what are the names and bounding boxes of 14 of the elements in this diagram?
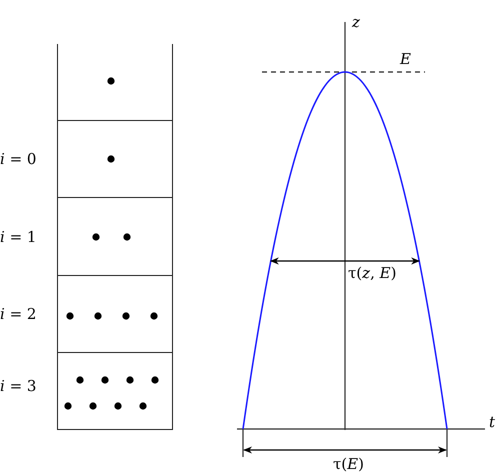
stack-box [57, 197, 173, 276]
level-label: E [400, 50, 411, 68]
dimension-label: τ(z, E) [348, 264, 396, 282]
dimension-label: τ(E) [333, 455, 364, 473]
level-label: i = 1 [0, 228, 36, 246]
axis-label: t [489, 413, 496, 431]
level-label: i = 2 [0, 305, 36, 323]
stack-box [57, 275, 173, 353]
axis-label: z [352, 13, 360, 31]
level-label: i = 0 [0, 150, 36, 168]
stack-box [57, 352, 173, 430]
level-label: i = 3 [0, 377, 36, 395]
stack-box [57, 44, 173, 121]
stack-box [57, 120, 173, 198]
